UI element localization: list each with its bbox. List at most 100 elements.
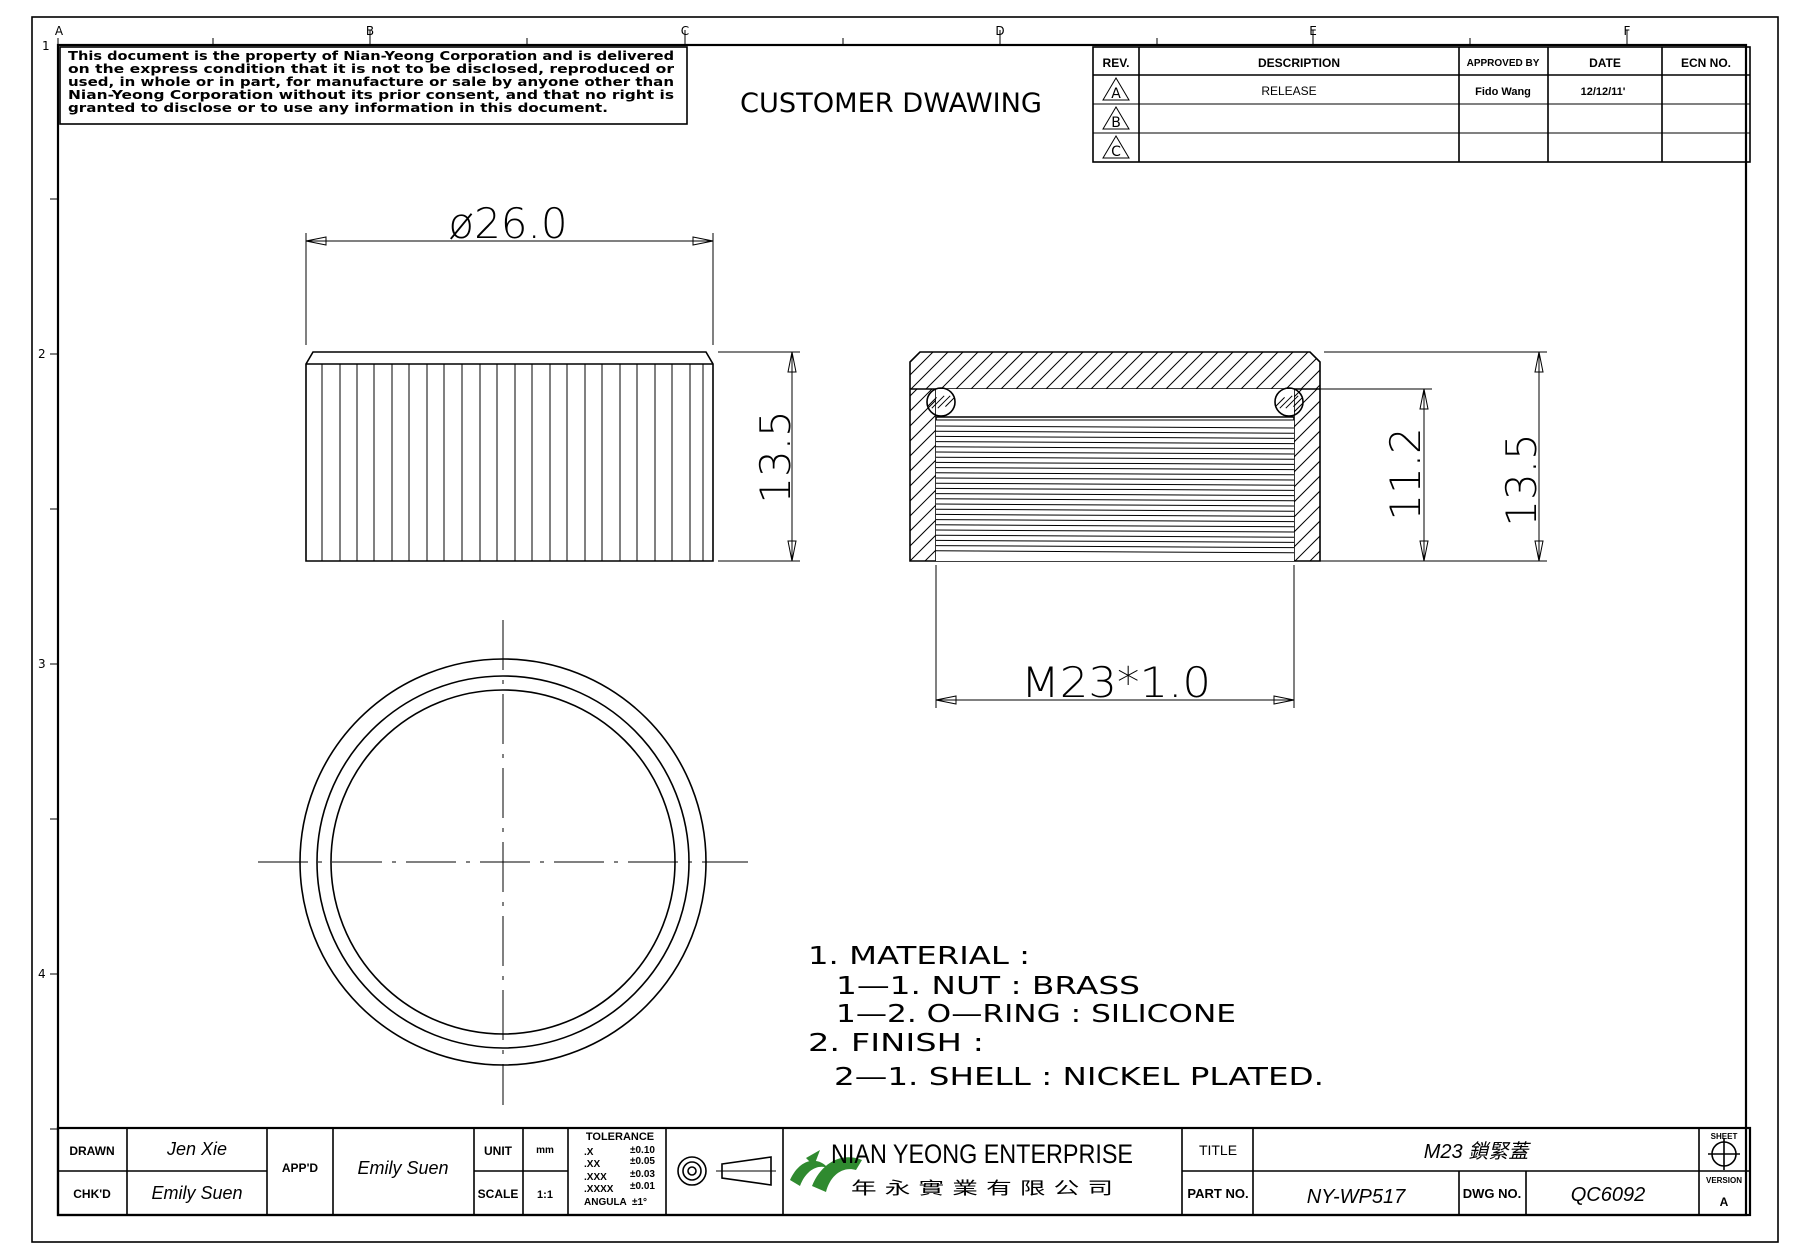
col-label-f: F [1624, 24, 1631, 38]
thread-line [935, 482, 1295, 486]
notice-box [59, 46, 688, 125]
hatch-line [1162, 352, 1206, 389]
hatch-line [910, 519, 936, 547]
oring-hatch-line [1285, 395, 1299, 409]
thread-line [935, 519, 1295, 523]
hatch-line [910, 459, 936, 487]
scale-value: 1:1 [537, 1189, 553, 1201]
hatch-line [1147, 352, 1191, 389]
hatch-line [863, 350, 905, 392]
version-value: A [1720, 1195, 1729, 1209]
checked-value: Emily Suen [151, 1183, 242, 1203]
date-header: DATE [1589, 56, 1621, 70]
dwg-no-value: QC6092 [1571, 1184, 1646, 1206]
thread-line [935, 513, 1295, 517]
hatch-line [1294, 520, 1320, 548]
hatch-line [982, 352, 1026, 389]
title-value: M23 鎖緊蓋 [1424, 1141, 1531, 1163]
approved-value: Emily Suen [357, 1158, 448, 1178]
oring-hatch-line [945, 397, 955, 407]
outer-frame [31, 16, 1779, 1243]
approved-by-header: APPROVED BY [1467, 58, 1540, 69]
tol-fmt: .XXXX [584, 1184, 614, 1195]
hatch-line [910, 352, 936, 389]
dim-outer-diameter-label: ø26.0 [448, 199, 567, 248]
thread-line [935, 425, 1295, 429]
side-view [305, 351, 714, 562]
oring-hatch-line [927, 397, 937, 407]
thread-line [935, 503, 1295, 507]
tol-val: ±0.01 [630, 1181, 655, 1192]
hatch-line [997, 352, 1041, 389]
dwg-no-label: DWG NO. [1463, 1186, 1522, 1201]
hatch-line [910, 352, 951, 389]
thread-line [935, 477, 1295, 481]
hatch-line [1072, 352, 1116, 389]
hatch-line [1222, 352, 1266, 389]
rev-letter: B [1111, 115, 1121, 131]
note-line: 2. FINISH : [808, 1028, 984, 1057]
hatch-line [1057, 352, 1101, 389]
dim-inner-height: 11.2 [1298, 388, 1432, 562]
dim-inner-height-label: 11.2 [1381, 427, 1430, 521]
row-label-4: 4 [38, 967, 46, 981]
note-line: 1. MATERIAL : [808, 941, 1030, 970]
unit-label: UNIT [484, 1144, 513, 1158]
sheet-crosshair-icon [1708, 1138, 1740, 1170]
col-label-e: E [1309, 24, 1317, 38]
tol-fmt: .X [584, 1147, 594, 1158]
thread-line [935, 539, 1295, 543]
dim-thread-label: M23*1.0 [1021, 658, 1211, 707]
rev-letter: C [1111, 144, 1121, 160]
header-title: CUSTOMER DWAWING [740, 88, 1042, 119]
notes: 1. MATERIAL : 1—1. NUT : BRASS 1—2. O—RI… [808, 941, 1324, 1091]
description-header: DESCRIPTION [1258, 56, 1340, 70]
dim-section-height: 13.5 [1324, 351, 1547, 562]
hatch-line [1294, 460, 1320, 488]
hatch-line [1252, 352, 1296, 389]
hatch-line [1207, 352, 1251, 389]
hatch-line [1132, 352, 1176, 389]
hatch-line [1027, 352, 1071, 389]
checked-label: CHK'D [73, 1187, 111, 1201]
col-label-d: D [995, 24, 1004, 38]
oring-hatch-line [1275, 397, 1285, 407]
thread-line [935, 446, 1295, 450]
thread-line [935, 498, 1295, 502]
thread-line [935, 441, 1295, 445]
tol-fmt: .XX [584, 1159, 600, 1170]
tol-fmt: .XXX [584, 1172, 607, 1183]
notice-line: on the express condition that it is not … [68, 62, 674, 76]
thread-lines [935, 425, 1295, 554]
section-view [863, 350, 1385, 562]
row-ticks [50, 198, 58, 1130]
thread-line [935, 472, 1295, 476]
thread-line [935, 451, 1295, 455]
dim-section-height-label: 13.5 [1497, 433, 1546, 527]
col-label-a: A [55, 24, 64, 38]
hatch-line [952, 352, 996, 389]
hatch-line [910, 399, 936, 427]
row-label-1: 1 [42, 39, 50, 53]
column-ticks [57, 30, 1628, 45]
note-line: 2—1. SHELL : NICKEL PLATED. [834, 1062, 1324, 1091]
dim-side-height: 13.5 [718, 351, 800, 562]
company-name-cn: 年 永 實 業 有 限 公 司 [851, 1179, 1113, 1199]
hatch-line [1177, 352, 1221, 389]
hatch-line [1328, 350, 1370, 392]
thread-line [935, 534, 1295, 538]
drawn-label: DRAWN [69, 1144, 114, 1158]
hatch-line [1087, 352, 1131, 389]
dim-thread: M23*1.0 [935, 565, 1295, 708]
note-line: 1—2. O—RING : SILICONE [836, 999, 1236, 1028]
hatch-line [1343, 350, 1385, 392]
rev-a-date: 12/12/11' [1581, 86, 1626, 98]
hatch-line [1192, 352, 1236, 389]
notice-line: Nian-Yeong Corporation without its prior… [68, 88, 674, 102]
version-label: VERSION [1706, 1176, 1742, 1185]
note-line: 1—1. NUT : BRASS [836, 971, 1140, 1000]
hatch-line [1267, 352, 1311, 389]
row-label-3: 3 [38, 657, 46, 671]
notice-line: granted to disclose or to use any inform… [68, 101, 608, 115]
